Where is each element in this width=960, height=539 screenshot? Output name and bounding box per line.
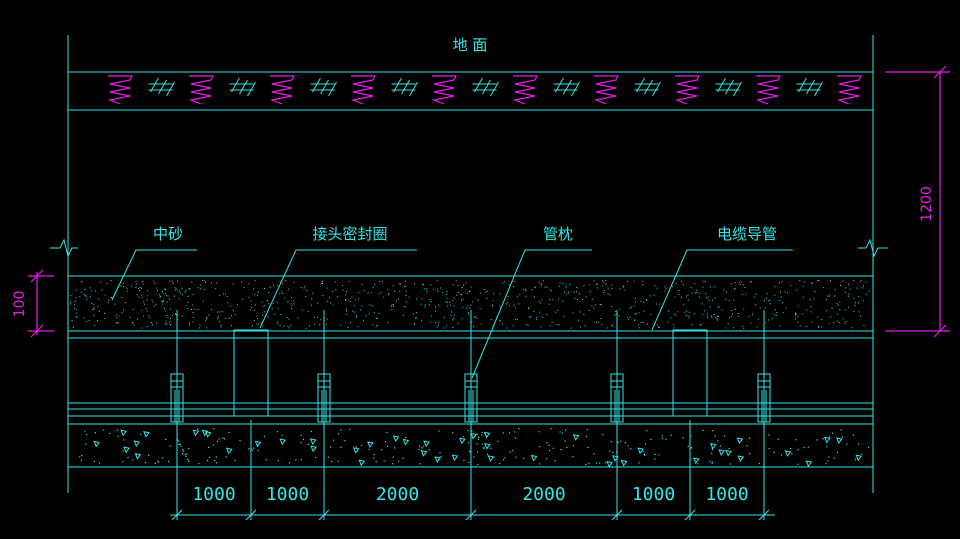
seal-ring-2 — [672, 329, 708, 417]
depth-tick-bottom — [933, 324, 947, 338]
seal-ring-1 — [233, 329, 269, 417]
dimension-tick — [318, 509, 330, 521]
ground-hatch-pattern — [107, 75, 862, 105]
bottom-dimension-ticks — [171, 509, 770, 521]
pipe-support — [170, 310, 184, 520]
cable-conduit-label: 电缆导管 — [717, 225, 777, 243]
concrete-aggregate — [79, 428, 870, 468]
ground-spring-mark — [512, 75, 538, 105]
ground-spring-mark — [836, 75, 862, 105]
ground-cross-mark — [148, 77, 175, 97]
ground-cross-mark — [796, 77, 823, 97]
left-break-symbol — [50, 238, 78, 258]
ground-spring-mark — [107, 75, 133, 105]
sand-label: 中砂 — [153, 225, 183, 243]
seal-ring-leader — [259, 249, 417, 329]
ground-spring-mark — [188, 75, 214, 105]
dimension-tick — [758, 509, 770, 521]
spacing-label: 1000 — [632, 484, 675, 505]
pipe-support — [317, 310, 331, 520]
pipe-support — [757, 310, 771, 520]
ground-cross-mark — [229, 77, 256, 97]
right-break-symbol — [858, 238, 888, 258]
dimension-tick — [245, 509, 257, 521]
ground-cross-mark — [553, 77, 580, 97]
ground-cross-mark — [715, 77, 742, 97]
spacing-label: 1000 — [192, 484, 235, 505]
sand-tick-top — [30, 269, 44, 283]
bottom-dimension-labels: 1000 1000 2000 2000 1000 1000 — [192, 484, 748, 505]
ground-spring-mark — [593, 75, 619, 105]
spacing-label: 2000 — [522, 484, 565, 505]
pipe-support — [464, 310, 478, 520]
ground-cross-mark — [634, 77, 661, 97]
ground-spring-mark — [755, 75, 781, 105]
cable-conduit-leader — [651, 249, 793, 331]
spacing-label: 1000 — [266, 484, 309, 505]
pipe-support — [610, 310, 624, 520]
sand-thickness-label: 100 — [12, 291, 28, 318]
sand-tick-bottom — [30, 324, 44, 338]
dimension-tick — [171, 509, 183, 521]
spacing-label: 2000 — [376, 484, 419, 505]
spacing-label: 1000 — [705, 484, 748, 505]
ground-cross-mark — [472, 77, 499, 97]
ground-spring-mark — [269, 75, 295, 105]
ground-cross-mark — [391, 77, 418, 97]
ground-cross-mark — [310, 77, 337, 97]
pipe-support-leader — [471, 249, 592, 379]
seal-ring-label: 接头密封圈 — [312, 225, 387, 243]
dimension-tick — [465, 509, 477, 521]
dimension-tick — [611, 509, 623, 521]
ground-spring-mark — [350, 75, 376, 105]
ground-spring-mark — [431, 75, 457, 105]
sand-dots — [70, 280, 870, 329]
sand-leader — [111, 249, 197, 301]
ground-label: 地 面 — [453, 36, 488, 54]
depth-tick-top — [933, 65, 947, 79]
dimension-tick — [684, 509, 696, 521]
pipe-support-label: 管枕 — [543, 225, 573, 243]
pipe-supports — [170, 310, 771, 520]
depth-dimension-label: 1200 — [919, 186, 935, 222]
ground-spring-mark — [674, 75, 700, 105]
